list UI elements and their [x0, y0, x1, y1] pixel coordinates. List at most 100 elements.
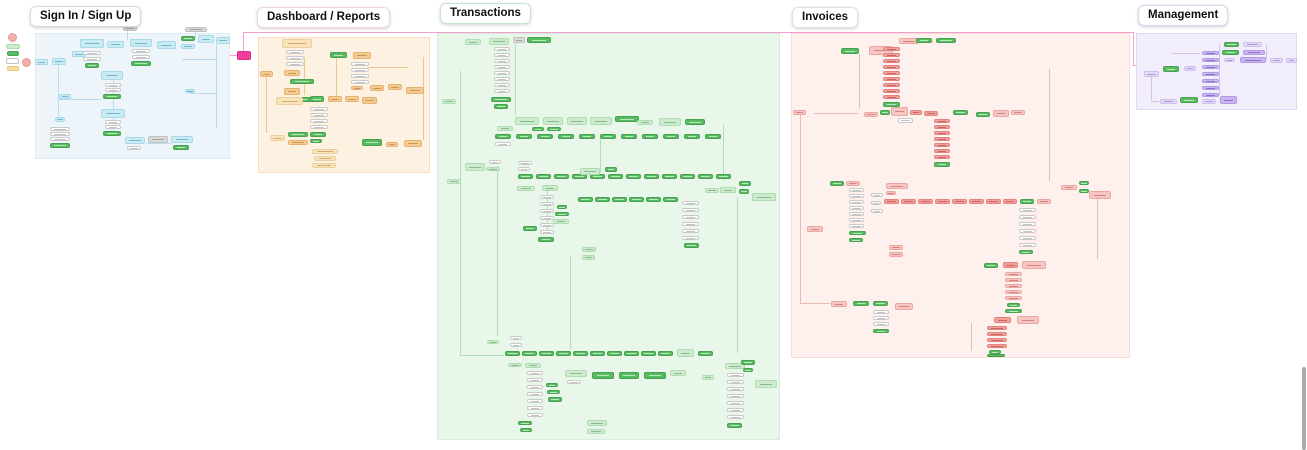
flow-node[interactable] [1144, 71, 1159, 77]
flow-node[interactable] [487, 340, 499, 344]
flow-node[interactable] [310, 132, 326, 137]
flow-node[interactable] [1240, 57, 1266, 63]
flow-node[interactable] [148, 136, 168, 143]
flow-node[interactable] [83, 51, 101, 55]
flow-node[interactable] [1222, 50, 1239, 55]
flow-node[interactable] [702, 375, 714, 380]
flow-node[interactable] [548, 397, 562, 402]
flow-node[interactable] [1019, 208, 1036, 212]
flow-node[interactable] [565, 370, 587, 377]
flow-node[interactable] [50, 132, 70, 136]
flow-node[interactable] [987, 326, 1007, 330]
flow-node[interactable] [831, 301, 847, 307]
flow-node[interactable] [527, 371, 543, 375]
flow-node[interactable] [198, 35, 214, 43]
flow-node[interactable] [883, 71, 900, 75]
flow-node[interactable] [987, 338, 1007, 342]
flow-node[interactable] [934, 143, 950, 147]
flow-node[interactable] [442, 99, 456, 104]
flow-node[interactable] [605, 167, 617, 172]
flow-node[interactable] [952, 199, 967, 204]
flow-node[interactable] [934, 131, 950, 135]
frame-management[interactable] [1136, 33, 1297, 110]
flow-node[interactable] [969, 199, 984, 204]
flow-node[interactable] [370, 85, 384, 91]
flow-node[interactable] [465, 39, 481, 45]
flow-node[interactable] [793, 110, 806, 115]
flow-node[interactable] [103, 131, 121, 136]
flow-node[interactable] [934, 119, 950, 123]
flow-node[interactable] [621, 134, 637, 139]
flow-node[interactable] [658, 351, 673, 356]
flow-node[interactable] [351, 80, 369, 84]
flow-node[interactable] [895, 303, 913, 310]
flow-node[interactable] [830, 181, 844, 186]
flow-node[interactable] [1202, 58, 1219, 62]
flow-node[interactable] [353, 52, 371, 59]
flow-node[interactable] [727, 408, 744, 412]
flow-node[interactable] [510, 336, 522, 340]
flow-node[interactable] [310, 107, 328, 111]
flow-node[interactable] [105, 88, 121, 92]
flow-node[interactable] [286, 56, 304, 60]
flow-node[interactable] [537, 134, 553, 139]
flow-node[interactable] [1019, 229, 1036, 233]
flow-node[interactable] [886, 183, 908, 189]
flow-node[interactable] [889, 252, 903, 257]
flow-node[interactable] [644, 372, 666, 379]
flow-node[interactable] [849, 218, 864, 222]
flow-node[interactable] [739, 189, 749, 194]
flow-node[interactable] [953, 110, 968, 115]
flow-node[interactable] [540, 223, 554, 227]
flow-node[interactable] [1005, 309, 1022, 313]
flow-node[interactable] [935, 199, 950, 204]
flow-node[interactable] [849, 224, 864, 228]
flow-node[interactable] [131, 61, 151, 66]
flow-node[interactable] [330, 52, 347, 58]
flow-node[interactable] [132, 55, 150, 59]
flow-node[interactable] [522, 351, 537, 356]
flow-node[interactable] [171, 136, 193, 143]
flow-node[interactable] [741, 360, 755, 365]
flow-node[interactable] [495, 142, 511, 146]
flow-node[interactable] [515, 117, 539, 125]
flow-node[interactable] [310, 113, 328, 117]
flow-node[interactable] [1089, 191, 1111, 199]
flow-node[interactable] [986, 199, 1001, 204]
flow-node[interactable] [849, 194, 864, 198]
flow-node[interactable] [918, 199, 933, 204]
flow-node[interactable] [934, 125, 950, 129]
flow-node[interactable] [682, 201, 699, 205]
flow-node[interactable] [1019, 236, 1036, 240]
flow-node[interactable] [924, 111, 938, 116]
flow-node[interactable] [1019, 222, 1036, 226]
flow-node[interactable] [260, 71, 273, 77]
flow-node[interactable] [494, 71, 510, 75]
flow-node[interactable] [567, 117, 587, 125]
flow-node[interactable] [662, 174, 677, 179]
flow-node[interactable] [716, 174, 731, 179]
flow-node[interactable] [125, 137, 145, 144]
flow-node[interactable] [406, 87, 424, 94]
flow-node[interactable] [543, 117, 563, 125]
flow-node[interactable] [181, 36, 195, 41]
flow-node[interactable] [527, 37, 551, 43]
flow-node[interactable] [659, 118, 681, 126]
flow-node[interactable] [891, 107, 908, 116]
flow-node[interactable] [743, 368, 753, 372]
flow-node[interactable] [595, 197, 610, 202]
flow-node[interactable] [540, 209, 554, 213]
flow-node[interactable] [388, 84, 402, 90]
flow-node[interactable] [989, 350, 1001, 354]
flow-node[interactable] [976, 112, 990, 117]
flow-node[interactable] [516, 134, 532, 139]
flow-node[interactable] [880, 110, 890, 115]
flow-node[interactable] [727, 394, 744, 398]
flow-node[interactable] [682, 208, 699, 212]
flow-node[interactable] [582, 255, 595, 260]
flow-node[interactable] [727, 401, 744, 405]
flow-node[interactable] [404, 140, 422, 147]
flow-node[interactable] [1061, 185, 1077, 190]
flow-node[interactable] [540, 230, 554, 234]
flow-node[interactable] [567, 380, 581, 384]
